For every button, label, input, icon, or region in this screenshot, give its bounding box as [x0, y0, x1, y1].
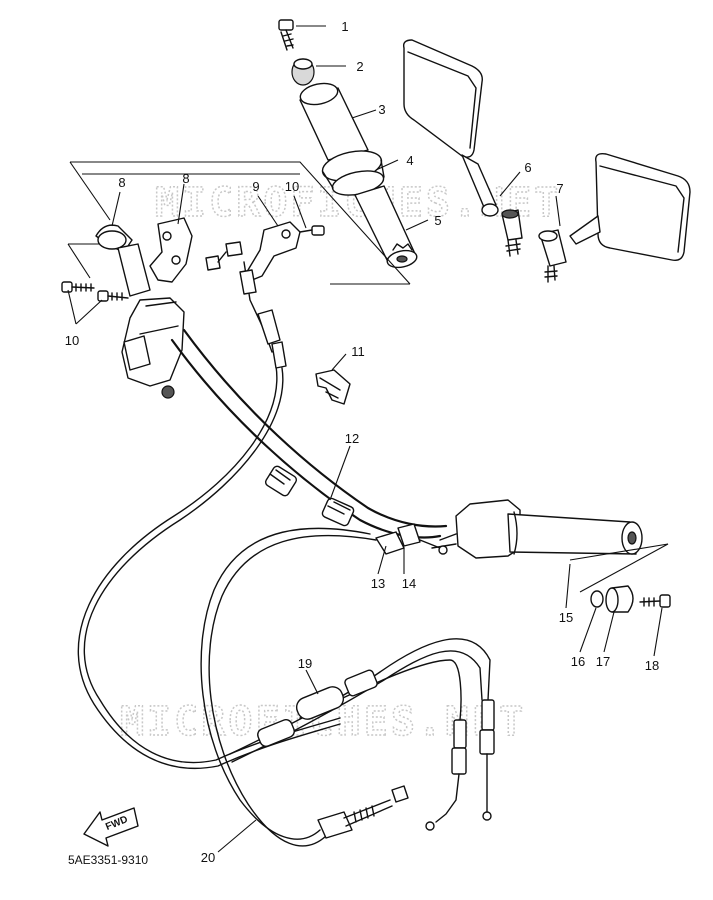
callout-8-top: 2: [356, 59, 363, 74]
diagram-code: 5AE3351-9310: [68, 853, 148, 867]
throttle-cable-1: [170, 328, 448, 539]
clutch-cable: [77, 261, 341, 770]
callout-10-top: 1: [341, 19, 348, 34]
callout-3: 6: [524, 160, 531, 175]
callout-15: 14: [402, 576, 416, 591]
bar-end-weight-8-top: [291, 58, 315, 86]
callout-7: 15: [559, 610, 573, 625]
callout-13: 20: [201, 850, 215, 865]
grip-5: [299, 82, 369, 161]
callout-labels: 1 2 3 4 5 6 7 8 8 9 10 10 11 12 13 14 15…: [65, 19, 659, 865]
grip-collar-6: [321, 150, 385, 196]
mirror-3: [402, 39, 523, 257]
callout-19: 10: [285, 179, 299, 194]
callout-8-right: 17: [596, 654, 610, 669]
mirror-2: [538, 152, 691, 283]
callout-12: 11: [351, 344, 365, 359]
cable-clip-12: [315, 369, 351, 405]
callout-2: 7: [556, 181, 563, 196]
fwd-arrow-icon: FWD: [83, 807, 139, 847]
callout-16: 8: [182, 171, 189, 186]
callout-10-right: 18: [645, 658, 659, 673]
screw-20: [61, 281, 129, 302]
callout-1: 12: [345, 431, 359, 446]
callout-9: 16: [571, 654, 585, 669]
cable-adjuster-14-15: [375, 523, 448, 555]
leader-lines: [67, 25, 663, 853]
throttle-cable-11: [229, 638, 495, 831]
throttle-grip-7: [431, 499, 669, 593]
end-weight-parts-right: [590, 585, 671, 613]
bolt-10-top: [278, 19, 294, 51]
throttle-cable-13: [200, 527, 409, 847]
callout-11: 19: [298, 656, 312, 671]
callout-20: 10: [65, 333, 79, 348]
callout-17: 8: [118, 175, 125, 190]
callout-18: 9: [252, 179, 259, 194]
callout-6: 4: [406, 153, 413, 168]
callout-4: 5: [434, 213, 441, 228]
throttle-tube-4: [354, 185, 418, 269]
callout-5: 3: [378, 102, 385, 117]
upper-grip-assembly: [278, 19, 418, 269]
callout-14: 13: [371, 576, 385, 591]
clutch-perch-assembly: [61, 217, 325, 399]
